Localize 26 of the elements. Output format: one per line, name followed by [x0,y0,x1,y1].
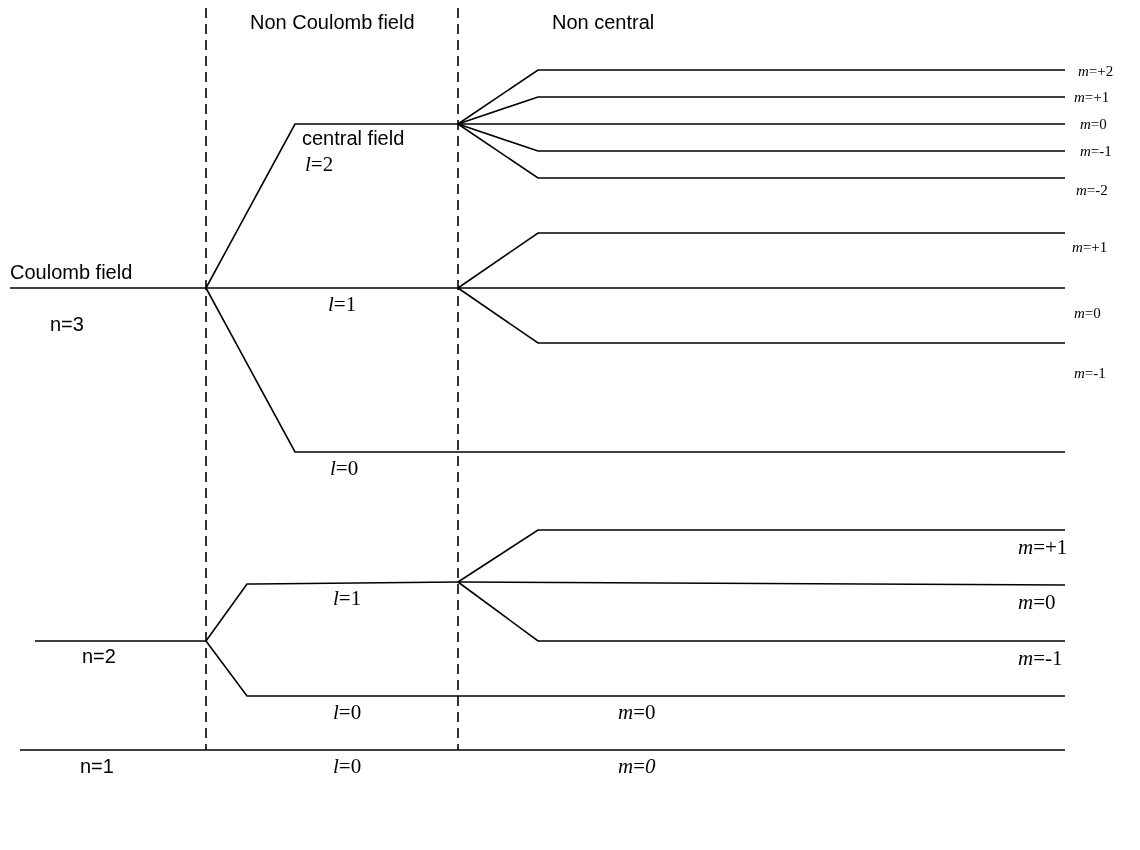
quantum-number-label: l=0 [333,702,362,723]
quantum-number-label: m=0 [1080,117,1107,132]
quantum-number-label: m=-1 [1018,648,1063,669]
quantum-number-label: m=+1 [1018,537,1068,558]
level-label: Coulomb field [10,262,133,282]
quantum-number-label: m=+1 [1074,90,1110,105]
quantum-number-label: m=-1 [1074,366,1106,381]
quantum-number-label: l=2 [305,154,334,175]
quantum-number-label: l=0 [333,756,362,777]
level-label: n=1 [80,756,114,776]
heading-text: Non central [552,12,655,32]
heading-text: central field [302,128,405,148]
quantum-number-label: m=+2 [1078,64,1114,79]
quantum-number-label: m=0 [1018,592,1056,613]
quantum-number-label: m=0 [1074,306,1101,321]
quantum-number-label: m=-1 [1080,144,1112,159]
quantum-number-label: m=0 [618,756,656,777]
quantum-number-label: m=0 [618,702,656,723]
quantum-number-label: l=1 [328,294,357,315]
quantum-number-label: m=-2 [1076,183,1108,198]
level-label: n=2 [82,646,116,666]
quantum-number-label: l=1 [333,588,362,609]
heading-text: Non Coulomb field [250,12,415,32]
quantum-number-label: m=+1 [1072,240,1108,255]
level-label: n=3 [50,314,84,334]
quantum-number-label: l=0 [330,458,359,479]
